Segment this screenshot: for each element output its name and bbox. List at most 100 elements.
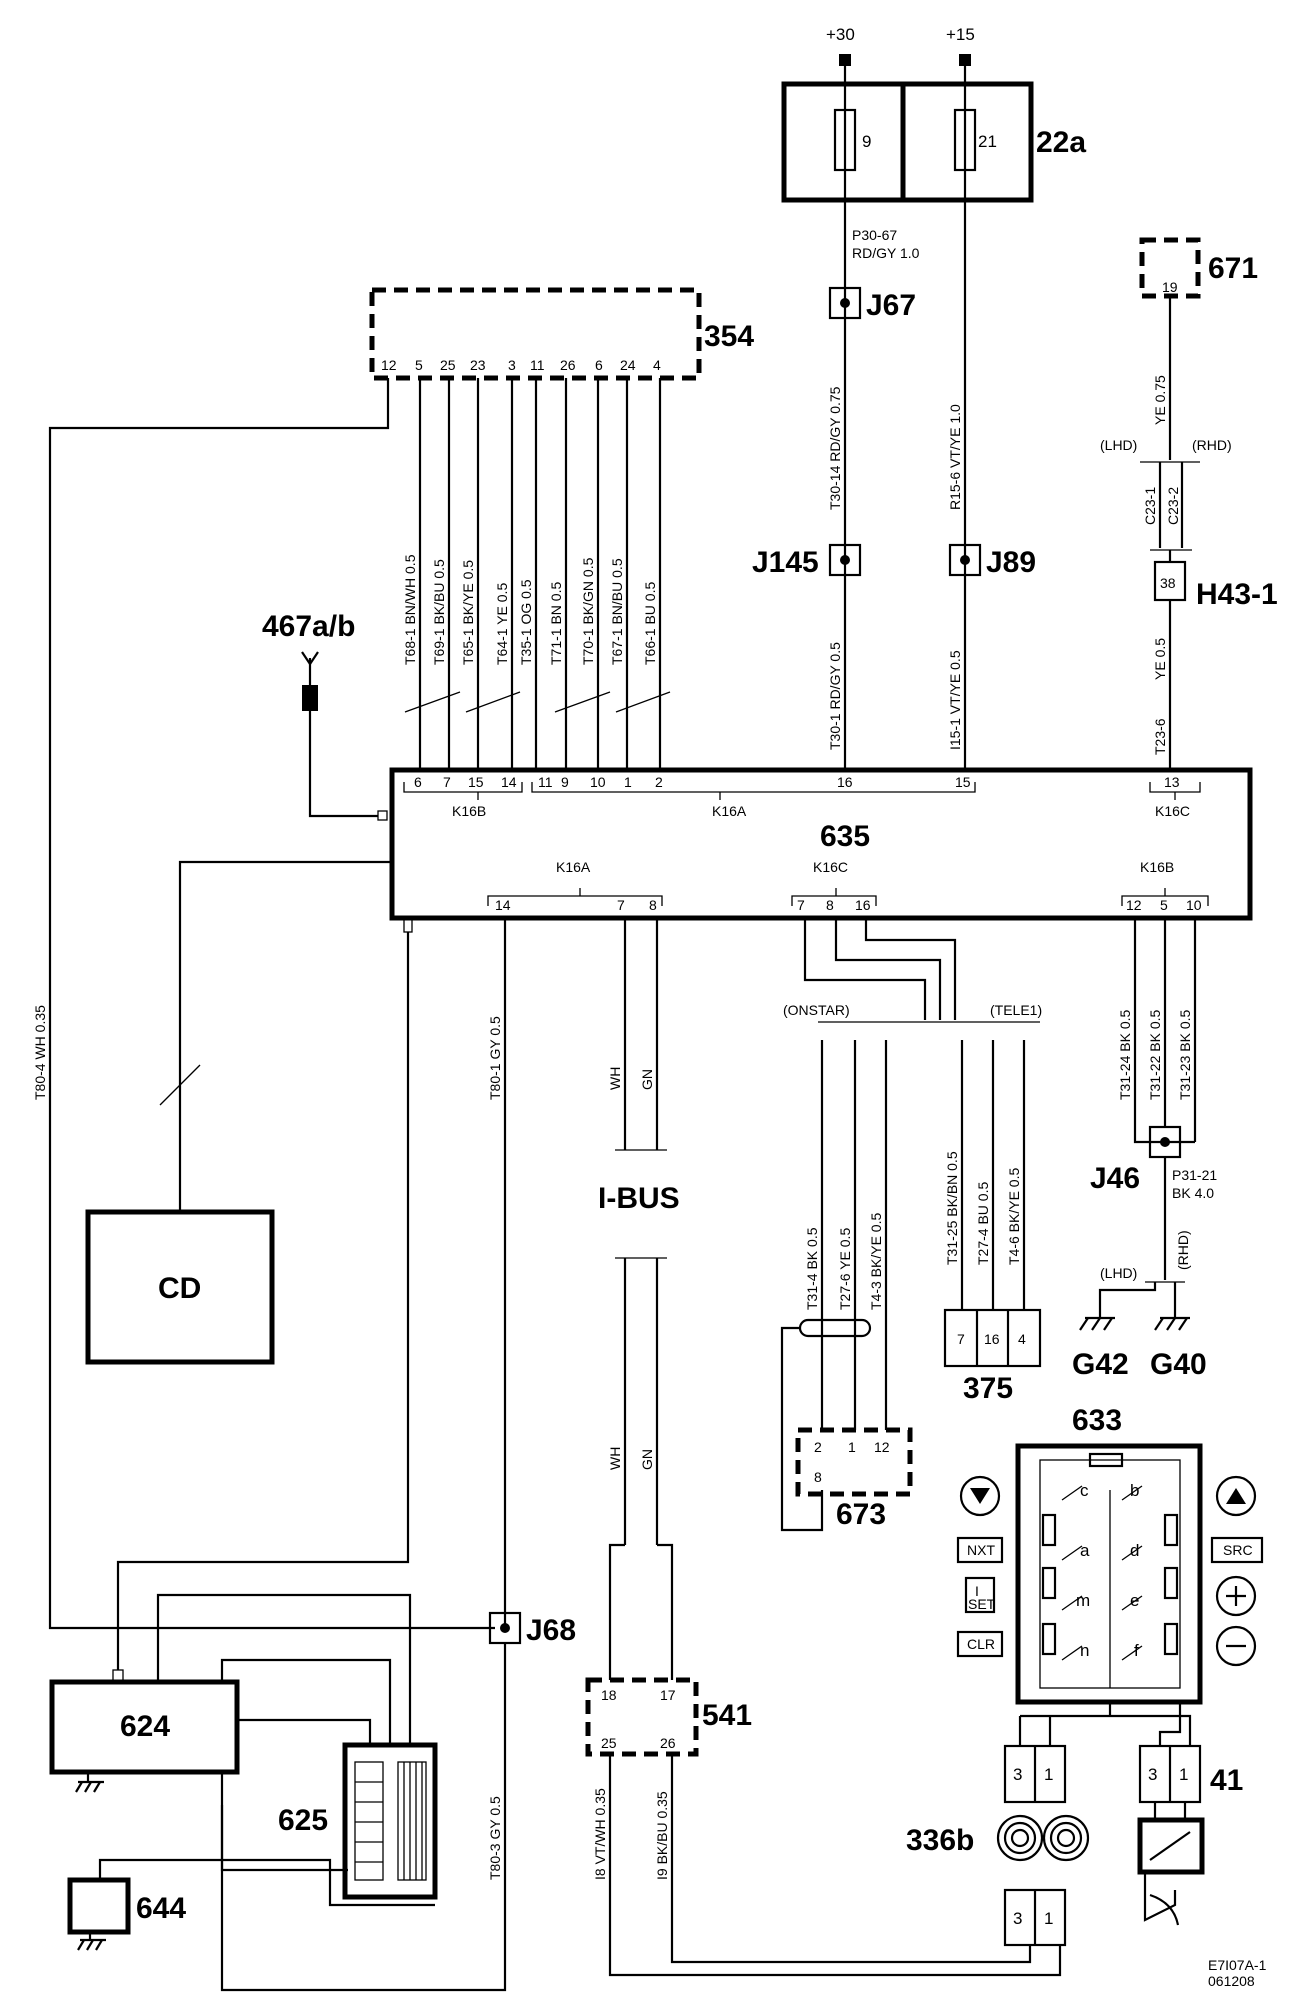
module-635-bottom-groups: K16A K16C K16B xyxy=(556,859,1174,875)
svg-text:T69-1 BK/BU 0.5: T69-1 BK/BU 0.5 xyxy=(431,559,447,665)
connector-336b-bottom: 3 1 xyxy=(1003,1888,1067,1947)
svg-text:4: 4 xyxy=(653,357,661,373)
svg-text:K16C: K16C xyxy=(813,859,848,875)
label-plus30: +30 xyxy=(826,25,855,44)
label-lhd-top: (LHD) xyxy=(1100,437,1137,453)
plus-icon xyxy=(1215,1575,1257,1617)
wires-onstar xyxy=(820,1040,888,1430)
wire-t30-14: T30-14 RD/GY 0.75 xyxy=(827,386,843,510)
switch-633-id: 633 xyxy=(1072,1404,1122,1437)
antenna-467ab-icon xyxy=(301,651,388,821)
connector-541-pins: 18 17 25 26 xyxy=(601,1687,676,1751)
junction-j145-label: J145 xyxy=(752,546,819,579)
svg-text:11: 11 xyxy=(538,774,553,790)
svg-text:8: 8 xyxy=(814,1469,822,1485)
ground-g42-icon xyxy=(1079,1316,1115,1331)
svg-text:T4-6 BK/YE 0.5: T4-6 BK/YE 0.5 xyxy=(1006,1168,1022,1265)
svg-text:CLR: CLR xyxy=(967,1636,995,1652)
svg-text:25: 25 xyxy=(440,357,456,373)
module-644 xyxy=(67,1877,131,1935)
ground-g40-label: G40 xyxy=(1150,1348,1207,1381)
junction-j89 xyxy=(948,543,982,577)
connector-h43-id: H43-1 xyxy=(1196,578,1278,611)
source-button: SRC xyxy=(1210,1536,1264,1564)
svg-text:7: 7 xyxy=(617,897,625,913)
connector-673 xyxy=(795,1427,913,1497)
label-rhd-ground: (RHD) xyxy=(1175,1230,1191,1270)
svg-text:1: 1 xyxy=(1044,1765,1053,1784)
ground-644-icon xyxy=(77,1932,106,1951)
wire-p30-67-spec: RD/GY 1.0 xyxy=(852,245,920,261)
svg-text:10: 10 xyxy=(590,774,606,790)
connector-336b-top: 3 1 xyxy=(1003,1744,1067,1804)
svg-text:T31-23 BK 0.5: T31-23 BK 0.5 xyxy=(1177,1010,1193,1100)
svg-text:T27-4 BU 0.5: T27-4 BU 0.5 xyxy=(975,1182,991,1265)
svg-text:18: 18 xyxy=(601,1687,617,1703)
svg-text:1: 1 xyxy=(1179,1765,1188,1784)
svg-text:T70-1 BK/GN 0.5: T70-1 BK/GN 0.5 xyxy=(580,557,596,665)
ibus-gn-top: GN xyxy=(639,1069,655,1090)
svg-text:T31-22 BK 0.5: T31-22 BK 0.5 xyxy=(1147,1010,1163,1100)
wires-k16b-labels: T31-24 BK 0.5 T31-22 BK 0.5 T31-23 BK 0.… xyxy=(1117,1010,1193,1100)
svg-text:24: 24 xyxy=(620,357,636,373)
label-lhd-ground: (LHD) xyxy=(1100,1265,1137,1281)
svg-text:9: 9 xyxy=(561,774,569,790)
connector-41: 3 1 xyxy=(1138,1744,1202,1804)
svg-text:1: 1 xyxy=(624,774,632,790)
footer-date: 061208 xyxy=(1208,1973,1255,1989)
svg-text:T71-1 BN 0.5: T71-1 BN 0.5 xyxy=(548,582,564,665)
svg-text:7: 7 xyxy=(443,774,451,790)
svg-text:3: 3 xyxy=(508,357,516,373)
horn-icon xyxy=(1137,1802,1205,1926)
svg-text:a: a xyxy=(1080,1541,1090,1560)
svg-text:K16B: K16B xyxy=(452,803,486,819)
svg-text:6: 6 xyxy=(414,774,422,790)
svg-text:7: 7 xyxy=(797,897,805,913)
module-635 xyxy=(389,767,1253,921)
svg-text:12: 12 xyxy=(874,1439,890,1455)
svg-text:c: c xyxy=(1080,1481,1089,1500)
svg-text:n: n xyxy=(1080,1641,1089,1660)
svg-text:d: d xyxy=(1130,1541,1139,1560)
svg-text:T31-4 BK 0.5: T31-4 BK 0.5 xyxy=(804,1227,820,1310)
junction-j89-label: J89 xyxy=(986,546,1036,579)
shield-icon xyxy=(798,1318,872,1338)
fusebox-22a: 9 21 xyxy=(781,81,1034,203)
ibus-wh-top: WH xyxy=(607,1067,623,1090)
svg-text:5: 5 xyxy=(415,357,423,373)
fuse-9-label: 9 xyxy=(862,132,871,151)
clock-spring-icon xyxy=(996,1814,1090,1862)
svg-text:I: I xyxy=(975,1583,979,1599)
svg-text:m: m xyxy=(1076,1591,1090,1610)
module-625-id: 625 xyxy=(278,1804,328,1837)
wire-ye05: YE 0.5 xyxy=(1152,638,1168,680)
svg-text:14: 14 xyxy=(495,897,511,913)
ground-624-icon xyxy=(75,1772,104,1793)
svg-text:15: 15 xyxy=(468,774,484,790)
label-plus15: +15 xyxy=(946,25,975,44)
connector-673-id: 673 xyxy=(836,1498,886,1531)
svg-text:e: e xyxy=(1130,1591,1139,1610)
svg-text:16: 16 xyxy=(855,897,871,913)
wire-i9 xyxy=(670,1754,1032,1964)
connector-541-id: 541 xyxy=(702,1699,752,1732)
next-button: NXT xyxy=(956,1536,1004,1564)
svg-text:T64-1 YE 0.5: T64-1 YE 0.5 xyxy=(494,583,510,665)
switch-633-labels: c b a d m e n f xyxy=(1076,1481,1139,1660)
wire-i9-label: I9 BK/BU 0.35 xyxy=(654,1791,670,1880)
svg-text:K16B: K16B xyxy=(1140,859,1174,875)
junction-j67-label: J67 xyxy=(866,289,916,322)
label-rhd-top: (RHD) xyxy=(1192,437,1232,453)
branch-tele1: (TELE1) xyxy=(990,1002,1042,1018)
module-624 xyxy=(49,1679,240,1775)
wire-i8-label: I8 VT/WH 0.35 xyxy=(592,1788,608,1880)
svg-text:2: 2 xyxy=(814,1439,822,1455)
module-625 xyxy=(342,1742,438,1900)
svg-text:5: 5 xyxy=(1160,897,1168,913)
svg-text:SRC: SRC xyxy=(1223,1542,1253,1558)
wire-ye075: YE 0.75 xyxy=(1152,375,1168,425)
svg-text:17: 17 xyxy=(660,1687,676,1703)
ibus-gn-bottom: GN xyxy=(639,1449,655,1470)
svg-text:15: 15 xyxy=(955,774,971,790)
svg-text:T4-3 BK/YE 0.5: T4-3 BK/YE 0.5 xyxy=(868,1213,884,1310)
